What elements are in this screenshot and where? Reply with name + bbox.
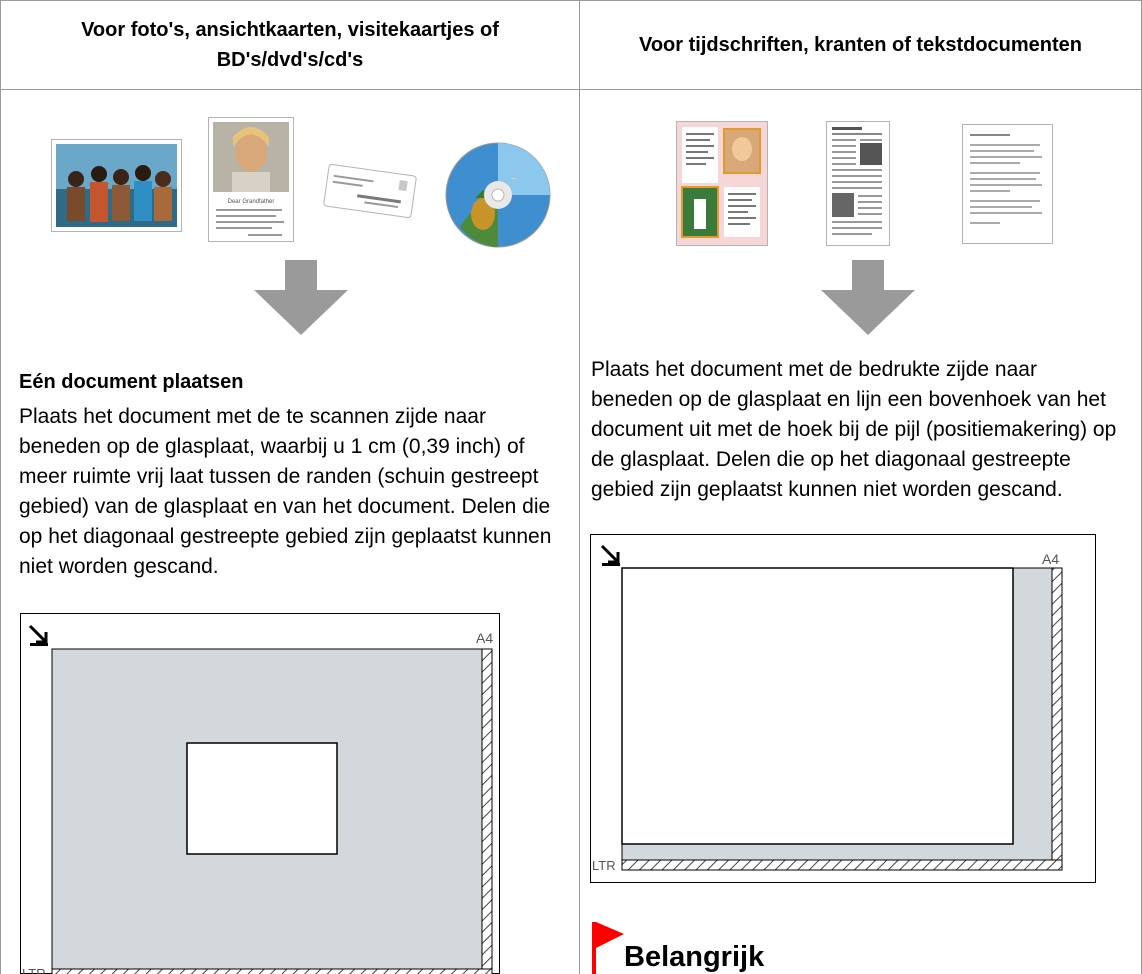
ltr-label: LTR [592,858,616,873]
column-divider [579,0,580,974]
platen-diagram-corner: A4 LTR [590,534,1096,883]
left-subheading: Eén document plaatsen [19,371,244,393]
a4-label: A4 [1042,551,1059,567]
left-column-header: Voor foto's, ansichtkaarten, visitekaart… [40,1,540,89]
platen-diagram-centered: A4 LTR [20,613,500,974]
left-column-title: Voor foto's, ansichtkaarten, visitekaart… [81,19,499,71]
ltr-label: LTR [22,966,46,974]
business-card-icon [323,163,417,219]
alignment-mark-icon [28,624,48,646]
table-border-top [0,0,1142,1]
newspaper-icon [826,121,890,246]
important-heading: Belangrijk [624,941,765,973]
alignment-mark-icon [600,544,620,566]
photo-icon [51,139,182,232]
magazine-icon [676,121,768,246]
down-arrow-icon [254,260,348,335]
text-document-icon [962,124,1053,244]
flag-icon [592,922,624,974]
header-divider [0,89,1142,90]
right-paragraph: Plaats het document met de bedrukte zijd… [591,358,1117,501]
left-paragraph: Plaats het document met de te scannen zi… [19,405,552,578]
svg-text:~: ~ [511,174,517,185]
right-column-title: Voor tijdschriften, kranten of tekstdocu… [638,34,1083,56]
table-border-left [0,0,1,974]
disc-icon: ~ [445,142,551,248]
postcard-greeting: Dear Grandfather [228,199,275,205]
a4-label: A4 [476,630,493,646]
photo-letter-icon: Dear Grandfather [208,117,294,242]
down-arrow-icon [821,260,915,335]
right-column-header: Voor tijdschriften, kranten of tekstdocu… [580,1,1141,89]
